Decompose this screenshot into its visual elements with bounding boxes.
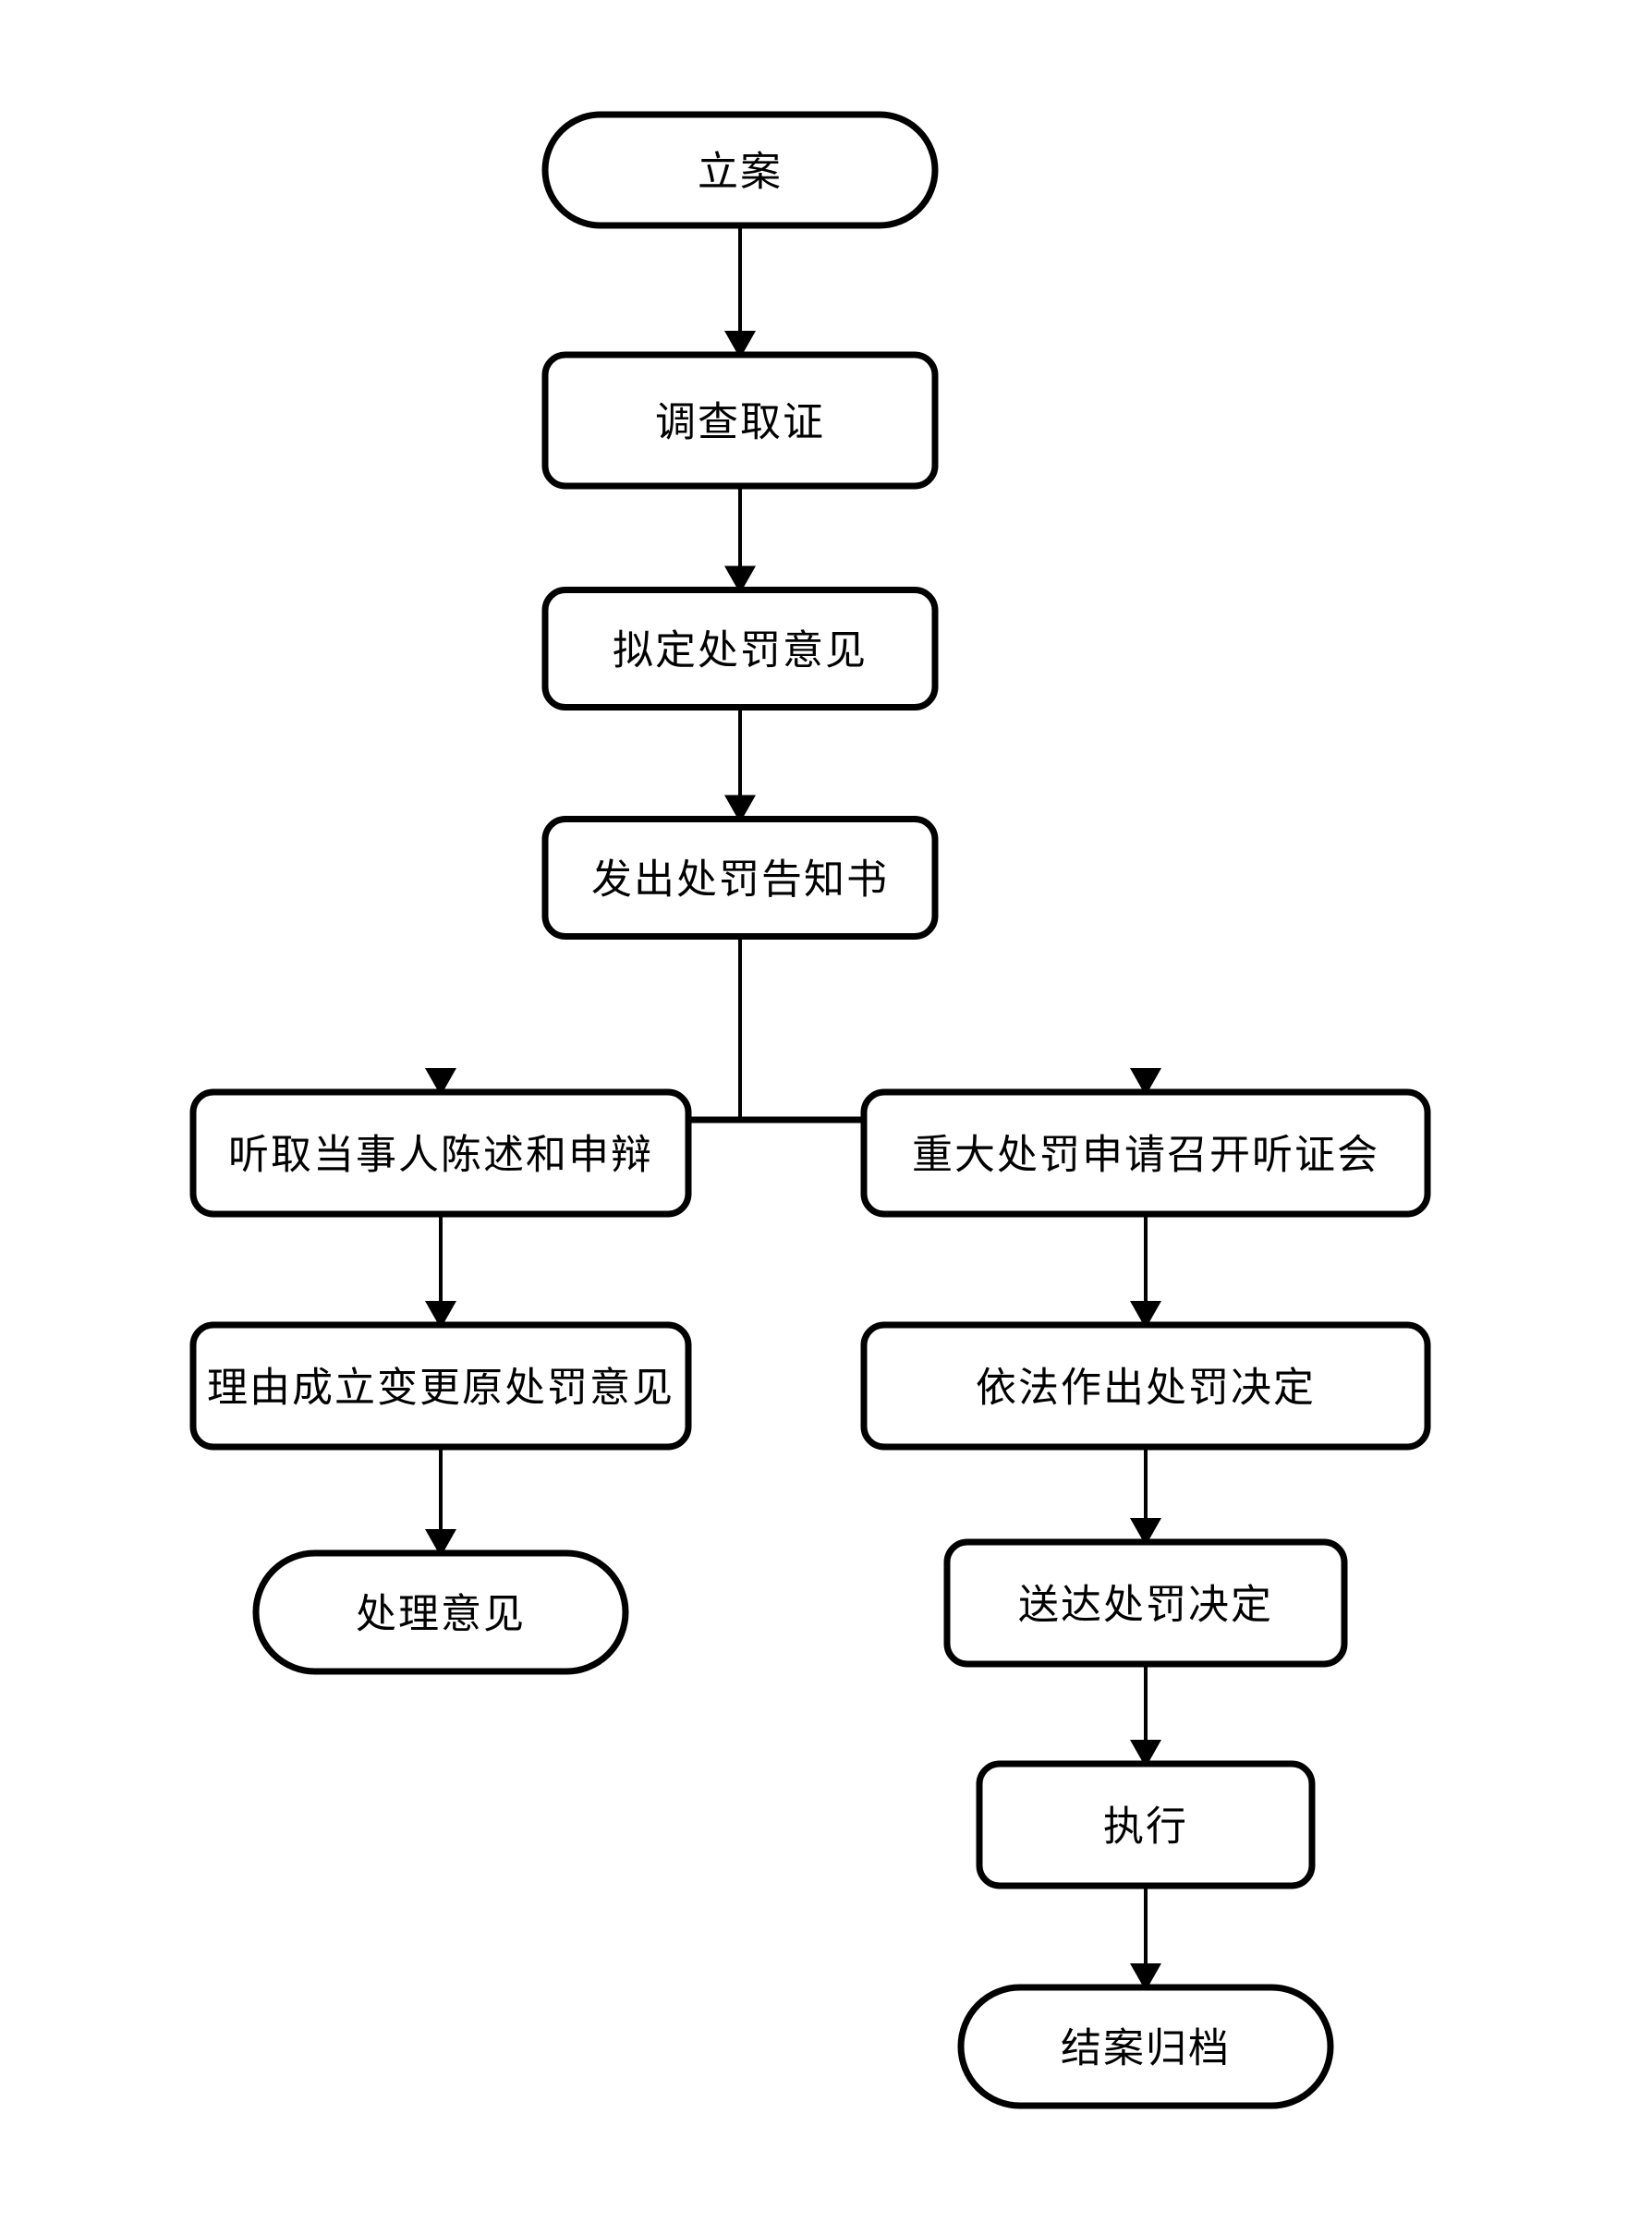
node-label: 拟定处罚意见 [613,627,868,674]
node-shape-rounded[interactable] [541,351,939,490]
arrow-head [1130,1301,1161,1329]
arrow-head [1130,1068,1161,1096]
node-label: 依法作出处罚决定 [976,1365,1316,1412]
edge-听取当事人陈述和申辩-to-理由成立变更原处罚意见 [425,1214,456,1329]
node-调查取证[interactable]: 调查取证 [541,351,939,490]
edge-理由成立变更原处罚意见-to-处理意见 [425,1447,456,1557]
node-label: 结案归档 [1061,2025,1231,2072]
arrow-head [1130,1740,1161,1767]
edge-依法作出处罚决定-to-送达处罚决定 [1130,1447,1161,1546]
edge-调查取证-to-拟定处罚意见 [724,486,756,594]
edge-拟定处罚意见-to-发出处罚告知书 [724,707,756,823]
edge-重大处罚申请召开听证会-to-依法作出处罚决定 [1130,1214,1161,1329]
node-结案归档[interactable]: 结案归档 [957,1984,1334,2109]
arrow-head [724,565,756,594]
node-shape-rounded[interactable] [189,1088,692,1218]
arrow-head [1130,1963,1161,1991]
node-shape-pill[interactable] [957,1984,1334,2109]
node-shape-rounded[interactable] [943,1538,1348,1668]
node-听取当事人陈述和申辩[interactable]: 听取当事人陈述和申辩 [189,1088,692,1218]
node-shape-rounded[interactable] [860,1321,1431,1451]
node-重大处罚申请召开听证会[interactable]: 重大处罚申请召开听证会 [860,1088,1431,1218]
node-shape-pill[interactable] [252,1549,629,1675]
arrow-head [724,795,756,823]
node-label: 处理意见 [356,1591,526,1638]
edge-送达处罚决定-to-执行 [1130,1664,1161,1767]
node-送达处罚决定[interactable]: 送达处罚决定 [943,1538,1348,1668]
node-label: 听取当事人陈述和申辩 [228,1132,653,1179]
edge-执行-to-结案归档 [1130,1886,1161,1991]
node-shape-rounded[interactable] [189,1321,692,1451]
node-发出处罚告知书[interactable]: 发出处罚告知书 [541,816,939,940]
node-shape-rounded[interactable] [860,1088,1431,1218]
node-处理意见[interactable]: 处理意见 [252,1549,629,1675]
node-label: 理由成立变更原处罚意见 [207,1365,674,1412]
node-shape-rounded[interactable] [976,1760,1316,1889]
node-label: 发出处罚告知书 [591,856,889,904]
arrow-head [425,1068,456,1096]
node-shape-rounded[interactable] [541,816,939,940]
node-label: 调查取证 [655,399,825,446]
node-label: 送达处罚决定 [1018,1582,1273,1629]
node-理由成立变更原处罚意见[interactable]: 理由成立变更原处罚意见 [189,1321,692,1451]
arrow-head [1130,1518,1161,1546]
node-label: 立案 [698,149,783,196]
arrow-head [425,1301,456,1329]
node-执行[interactable]: 执行 [976,1760,1316,1889]
node-label: 执行 [1103,1804,1188,1851]
edge-立案-to-调查取证 [724,225,756,358]
node-立案[interactable]: 立案 [541,111,939,229]
node-shape-pill[interactable] [541,111,939,229]
arrow-head [425,1529,456,1557]
node-依法作出处罚决定[interactable]: 依法作出处罚决定 [860,1321,1431,1451]
node-label: 重大处罚申请召开听证会 [912,1132,1379,1179]
node-shape-rounded[interactable] [541,587,939,711]
arrow-head [724,331,756,358]
node-拟定处罚意见[interactable]: 拟定处罚意见 [541,587,939,711]
